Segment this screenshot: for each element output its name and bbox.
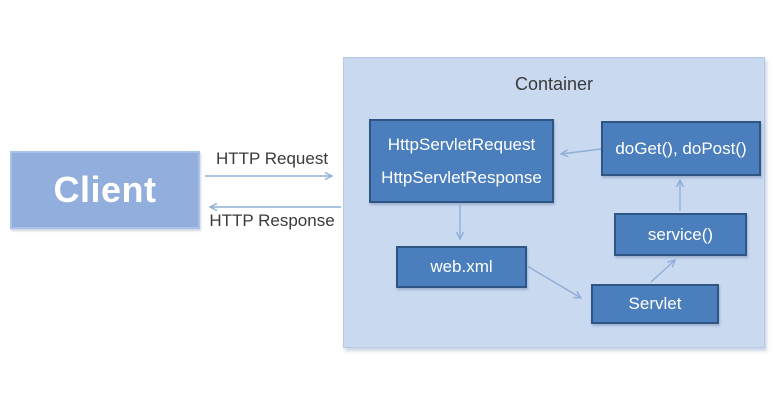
client-box: Client <box>10 151 200 229</box>
web-xml-box: web.xml <box>396 246 527 288</box>
doget-dopost-label: doGet(), doPost() <box>615 138 747 158</box>
web-xml-label: web.xml <box>430 257 493 276</box>
doget-dopost-box: doGet(), doPost() <box>601 121 761 176</box>
http-servlet-request-response-box: HttpServletRequest HttpServletResponse <box>369 119 554 203</box>
container-box: Container HttpServletRequest HttpServlet… <box>343 57 765 348</box>
http-response-label: HTTP Response <box>209 211 335 230</box>
http-servlet-response-label: HttpServletResponse <box>381 168 542 187</box>
http-request-label: HTTP Request <box>215 149 329 168</box>
servlet-label: Servlet <box>628 294 682 313</box>
http-servlet-request-label: HttpServletRequest <box>387 135 536 154</box>
client-label: Client <box>53 169 157 210</box>
servlet-box: Servlet <box>591 284 719 324</box>
service-label: service() <box>647 224 714 244</box>
service-box: service() <box>614 213 747 256</box>
container-title: Container <box>514 74 594 94</box>
